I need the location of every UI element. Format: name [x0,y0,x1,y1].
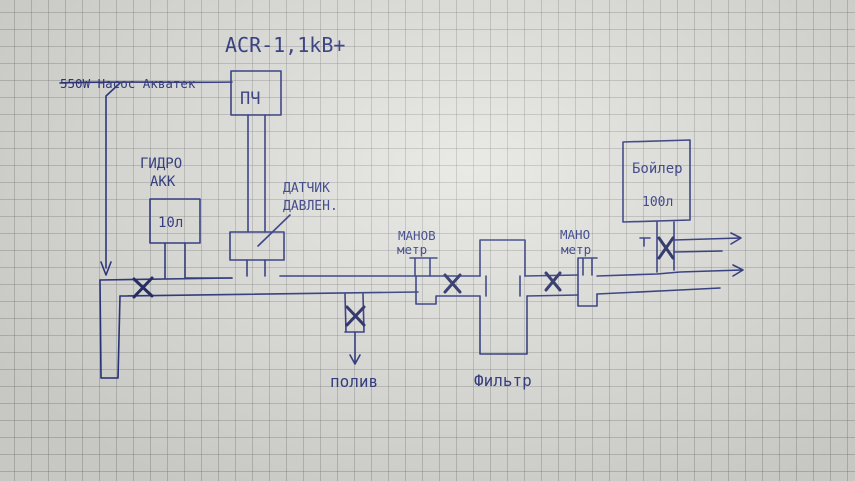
pressure-sensor-label-line2: ДАВЛЕН. [283,199,338,214]
accumulator-label-line1: ГИДРО [140,156,182,172]
pump-wire-arrow [100,261,112,276]
filter-core [485,275,521,297]
vfd-label: ПЧ [240,89,260,109]
gauge2-label-line2: метр [561,242,591,257]
filter-label: Фильтр [474,371,532,390]
accumulator-label-line2: АКК [150,174,176,190]
pump-label: 550W Насос Акватек [60,76,196,91]
boiler-volume: 100л [642,195,673,210]
vfd-box [230,70,282,116]
pump-wire [105,82,121,269]
accumulator-pipe [164,242,186,279]
boiler-valve-handle [639,237,651,247]
accumulator-volume: 10л [158,215,183,231]
filter-outlet-pipe [524,274,579,297]
pressure-sensor-pipe [246,259,266,277]
filter-inlet-valve [443,273,462,294]
inlet-pipe [99,279,121,379]
outlet-pipes [596,269,743,295]
filter-body [479,239,528,355]
pressure-sensor-box [229,231,285,261]
hot-water-pipe [673,237,741,253]
outlet-arrow-cold [732,264,744,277]
diagram-title: ACR-1,1kB+ [225,33,345,57]
gauge1-stem [409,257,438,277]
pump-underline [59,81,233,84]
boiler-valve [657,236,675,260]
accumulator-box [149,198,201,244]
watering-label: полив [330,372,378,391]
vfd-conduit [247,114,266,233]
boiler-feed-pipe [656,221,675,273]
watering-arrow [349,331,361,365]
filter-outlet-valve [544,271,562,292]
gauge1-label-line2: метр [397,242,427,257]
gauge2-stem [577,257,598,307]
filter-inlet-coupling [415,275,481,305]
pressure-sensor-label-line1: ДАТЧИК [283,181,330,196]
inlet-valve [132,276,154,299]
pressure-sensor-leader [257,214,291,247]
hot-water-arrow [730,232,742,245]
main-pipe-upper [185,275,417,279]
boiler-label: Бойлер [632,161,683,177]
watering-valve [345,305,366,327]
gauge1-label-line1: МАНОВ [398,228,436,243]
gauge2-label-line1: МАНО [560,227,590,242]
boiler-box [622,139,691,223]
